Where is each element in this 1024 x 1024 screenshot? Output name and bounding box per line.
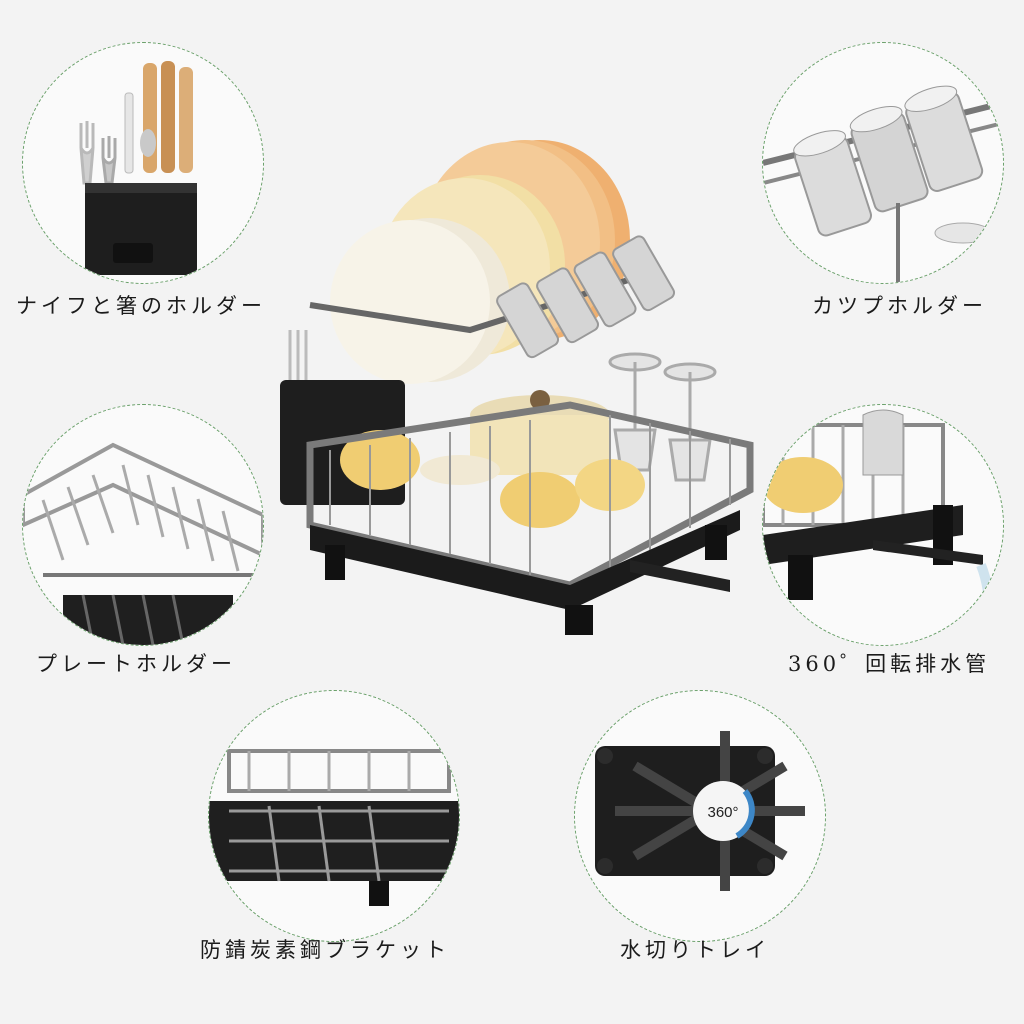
drain-tray-circle: 360°	[574, 690, 826, 942]
drain-spout-circle	[762, 404, 1004, 646]
glass-icon	[793, 130, 872, 237]
drain-spout-illustration	[763, 409, 995, 645]
drain-tray-illustration: 360°	[595, 731, 805, 891]
water-stream	[976, 563, 995, 645]
knife-holder-label: ナイフと箸のホルダー	[16, 294, 266, 318]
drain-spout-label: 360゜回転排水管	[788, 652, 991, 676]
bracket-circle	[208, 690, 460, 942]
fork-icon	[79, 121, 95, 185]
rotation-badge: 360°	[707, 804, 738, 821]
rotate-arrow-icon	[735, 789, 755, 839]
cup-holder-circle	[762, 42, 1004, 284]
bracket-illustration	[209, 749, 459, 906]
plate-holder-circle	[22, 404, 264, 646]
dish-rack-illustration	[280, 140, 754, 635]
cup-holder-illustration	[763, 85, 1003, 283]
knife-holder-circle	[22, 42, 264, 284]
plate-holder-illustration	[23, 442, 263, 645]
cup-holder-label: カツプホルダー	[812, 294, 987, 318]
dish-rack-main-image	[270, 130, 760, 640]
plate-holder-label: プレートホルダー	[36, 652, 236, 676]
drain-tray	[310, 510, 740, 610]
bracket-label: 防錆炭素鋼ブラケット	[200, 938, 450, 962]
drain-tray-label: 水切りトレイ	[620, 938, 770, 962]
knife-holder-illustration	[79, 61, 197, 275]
